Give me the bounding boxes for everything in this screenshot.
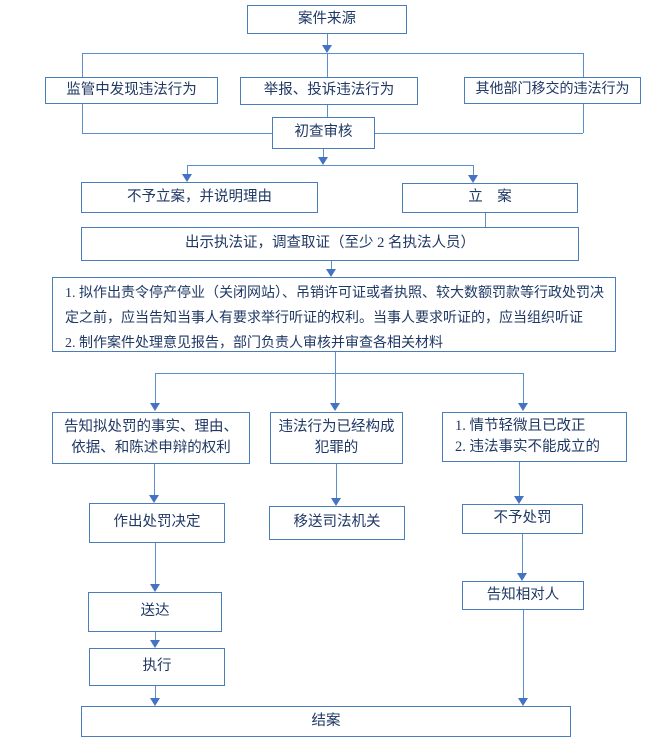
node-execution: 执行 bbox=[89, 648, 225, 686]
flow-line bbox=[375, 133, 583, 135]
node-delivery: 送达 bbox=[88, 592, 222, 632]
arrow-down-icon bbox=[330, 403, 340, 411]
node-no-filing: 不予立案，并说明理由 bbox=[81, 182, 318, 213]
arrow-down-icon bbox=[331, 498, 341, 506]
node-label: 作出处罚决定 bbox=[113, 514, 201, 531]
arrow-down-icon bbox=[517, 573, 527, 581]
flow-line bbox=[523, 610, 525, 698]
flow-line bbox=[336, 464, 338, 498]
flow-line bbox=[155, 543, 157, 584]
node-label: 告知相对人 bbox=[486, 586, 560, 603]
flow-line bbox=[82, 104, 84, 133]
node-crime-constituted: 违法行为已经构成 犯罪的 bbox=[270, 412, 403, 464]
node-label: 不予立案，并说明理由 bbox=[127, 188, 272, 205]
flow-line bbox=[327, 105, 329, 117]
flow-line bbox=[82, 53, 583, 55]
node-supervision-found: 监管中发现违法行为 bbox=[45, 77, 218, 104]
flow-line bbox=[82, 53, 84, 77]
flow-line bbox=[82, 133, 272, 135]
arrow-down-icon bbox=[150, 403, 160, 411]
node-inform-party: 告知相对人 bbox=[462, 581, 584, 610]
node-label: 案件来源 bbox=[298, 10, 356, 27]
flow-line bbox=[335, 373, 337, 403]
node-case-close: 结案 bbox=[81, 706, 571, 737]
node-label: 违法行为已经构成 犯罪的 bbox=[278, 418, 395, 456]
node-label: 送达 bbox=[140, 603, 170, 620]
node-label: 出示执法证，调查取证（至少 2 名执法人员） bbox=[185, 235, 475, 252]
node-label: 执行 bbox=[142, 658, 172, 675]
node-label: 1. 情节轻微且已改正 2. 违法事实不能成立的 bbox=[455, 417, 600, 455]
node-label: 其他部门移交的违法行为 bbox=[475, 82, 630, 98]
arrow-down-icon bbox=[326, 269, 336, 277]
node-hearing-notice: 1. 拟作出责令停产停业（关闭网站）、吊销许可证或者执照、较大数额罚款等行政处罚… bbox=[52, 277, 616, 352]
flow-line bbox=[331, 261, 333, 269]
node-other-dept-transfer: 其他部门移交的违法行为 bbox=[464, 77, 641, 104]
node-no-penalty: 不予处罚 bbox=[462, 504, 583, 534]
node-transfer-judicial: 移送司法机关 bbox=[269, 506, 405, 540]
node-inform-penalty-rights: 告知拟处罚的事实、理由、 依据、和陈述申辩的权利 bbox=[52, 412, 250, 464]
node-label: 告知拟处罚的事实、理由、 依据、和陈述申辩的权利 bbox=[64, 418, 238, 456]
arrow-down-icon bbox=[468, 175, 478, 183]
flow-line bbox=[522, 534, 524, 573]
flow-line bbox=[473, 165, 475, 175]
flow-line bbox=[155, 632, 157, 640]
flow-line bbox=[187, 165, 189, 174]
flow-line bbox=[485, 213, 487, 227]
flow-line bbox=[155, 373, 523, 375]
arrow-down-icon bbox=[518, 698, 528, 706]
flow-line bbox=[519, 462, 521, 496]
node-filing: 立 案 bbox=[402, 183, 578, 213]
arrow-down-icon bbox=[518, 403, 528, 411]
arrow-down-icon bbox=[322, 45, 332, 53]
arrow-down-icon bbox=[149, 495, 159, 503]
hearing-notice-item-1: 1. 拟作出责令停产停业（关闭网站）、吊销许可证或者执照、较大数额罚款等行政处罚… bbox=[65, 286, 604, 326]
arrow-down-icon bbox=[514, 496, 524, 504]
node-label: 初查审核 bbox=[294, 124, 353, 141]
node-label: 举报、投诉违法行为 bbox=[263, 82, 395, 99]
node-evidence-collection: 出示执法证，调查取证（至少 2 名执法人员） bbox=[81, 227, 579, 261]
node-penalty-decision: 作出处罚决定 bbox=[89, 503, 225, 543]
hearing-notice-item-2: 2. 制作案件处理意见报告，部门负责人审核并审查各相关材料 bbox=[65, 336, 443, 351]
node-label: 不予处罚 bbox=[493, 510, 552, 527]
flow-line bbox=[155, 686, 157, 698]
node-label: 监管中发现违法行为 bbox=[66, 81, 197, 98]
flow-line bbox=[583, 53, 585, 77]
flow-line bbox=[327, 34, 329, 46]
arrow-down-icon bbox=[150, 584, 160, 592]
arrow-down-icon bbox=[182, 174, 192, 182]
node-label: 立 案 bbox=[468, 189, 512, 206]
node-case-source: 案件来源 bbox=[247, 5, 407, 34]
node-report-complaint: 举报、投诉违法行为 bbox=[240, 77, 418, 105]
flow-line bbox=[154, 464, 156, 495]
flow-line bbox=[323, 149, 325, 157]
flow-line bbox=[327, 53, 329, 77]
node-preliminary-review: 初查审核 bbox=[272, 117, 375, 149]
node-no-penalty-conditions: 1. 情节轻微且已改正 2. 违法事实不能成立的 bbox=[442, 412, 627, 462]
arrow-down-icon bbox=[150, 640, 160, 648]
flow-line bbox=[187, 165, 473, 167]
arrow-down-icon bbox=[318, 157, 328, 165]
flow-line bbox=[155, 373, 157, 403]
node-label: 移送司法机关 bbox=[293, 514, 381, 531]
flow-line bbox=[523, 373, 525, 403]
flow-line bbox=[335, 352, 337, 373]
flow-line bbox=[583, 104, 585, 133]
arrow-down-icon bbox=[150, 698, 160, 706]
node-label: 结案 bbox=[311, 712, 341, 729]
